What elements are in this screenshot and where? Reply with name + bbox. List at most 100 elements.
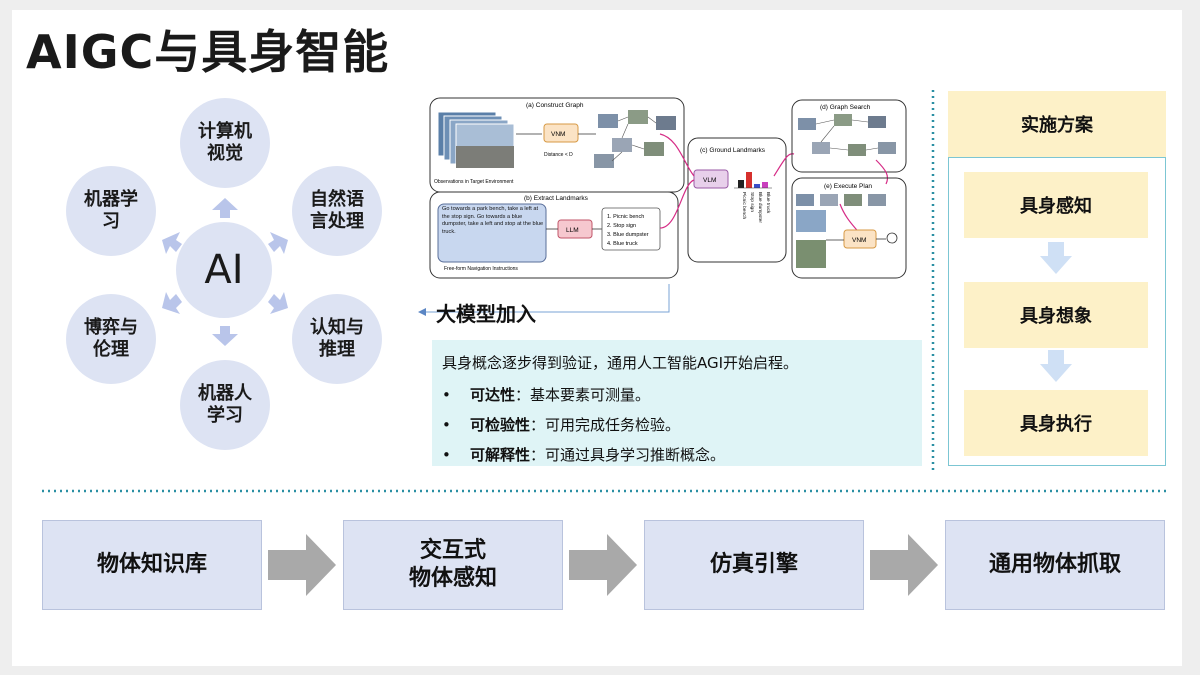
caption-connector (418, 284, 670, 316)
right-arrow-icon (569, 534, 637, 596)
llm-label: LLM (566, 227, 579, 234)
instruction-bubble (437, 203, 547, 263)
pipeline-simulation-engine: 仿真引擎 (644, 520, 864, 610)
graph-d (798, 114, 896, 156)
node-label: 机器人 (198, 383, 252, 404)
bullet-icon: • (442, 416, 451, 434)
vnm-box (543, 123, 579, 143)
embodied-callout: 具身概念逐步得到验证，通用人工智能AGI开始启程。 •可达性：基本要素可测量。 … (432, 340, 922, 466)
vnm-label-e: VNM (852, 237, 866, 244)
node-label: 学习 (207, 405, 243, 426)
plan-step-perception: 具身感知 (964, 172, 1148, 238)
vlm-box (693, 169, 729, 189)
node-label: 计算机 (198, 121, 252, 142)
llm-to-vlm-link (659, 179, 695, 229)
panel-a-title: (a) Construct Graph (526, 102, 584, 109)
bullet-icon: • (442, 446, 451, 464)
callout-item-text: ：基本要素可测量。 (515, 386, 651, 404)
node-ai-center: AI (176, 222, 272, 318)
node-label: 自然语 (310, 189, 364, 210)
node-label: 习 (102, 211, 120, 232)
panel-c-frame (687, 137, 787, 263)
arrow-up-left (162, 232, 182, 254)
down-arrow-icon (1040, 350, 1072, 382)
panel-e-frame (791, 177, 907, 279)
right-arrow-icon (268, 534, 336, 596)
callout-item-bold: 可检验性 (470, 416, 531, 434)
node-label: 博弈与 (84, 317, 138, 338)
figure-canvas: (a) Construct Graph Observations in Targ… (429, 97, 907, 279)
panel-b-title: (b) Extract Landmarks (524, 195, 589, 202)
robot-icon (886, 232, 898, 244)
slide-title: AIGC与具身智能 (26, 25, 390, 79)
horizontal-divider (42, 489, 1166, 493)
center-label: AI (204, 247, 244, 293)
node-computer-vision: 计算机视觉 (180, 98, 270, 188)
pipeline-general-grasping: 通用物体抓取 (945, 520, 1165, 610)
panel-d-title: (d) Graph Search (820, 104, 871, 111)
node-robot-learning: 机器人学习 (180, 360, 270, 450)
plan-frames (796, 194, 886, 268)
llm-join-caption: 大模型加入 (436, 302, 536, 326)
node-label: 认知与 (310, 317, 364, 338)
node-cognition-reasoning: 认知与推理 (292, 294, 382, 384)
callout-item-bold: 可达性 (470, 386, 516, 404)
pipeline-object-knowledge-base: 物体知识库 (42, 520, 262, 610)
landmark-3: 3. Blue dumpster (607, 232, 649, 238)
landmark-list-box (601, 207, 661, 251)
down-arrow-icon (1040, 242, 1072, 274)
arrow-down (212, 326, 238, 346)
bar-label-2: Stop sign (749, 192, 755, 212)
distance-label: Distance < D (544, 152, 573, 158)
arrow-up (212, 198, 238, 218)
callout-item: • 可达性：基本要素可测量。 (442, 384, 650, 405)
obs-caption: Observations in Target Environment (434, 179, 514, 185)
vertical-divider (931, 90, 935, 470)
panel-d-frame (791, 99, 907, 173)
arrow-down-left (162, 292, 182, 314)
panel-c-title: (c) Ground Landmarks (700, 147, 766, 154)
instruction-caption: Free-form Navigation Instructions (444, 266, 518, 272)
bullet-icon: • (442, 386, 451, 404)
callout-item: •可解释性：可通过具身学习推断概念。 (442, 444, 725, 465)
callout-intro: 具身概念逐步得到验证，通用人工智能AGI开始启程。 (442, 354, 799, 372)
callout-item: • 可检验性：可用完成任务检验。 (442, 414, 680, 435)
pipeline-label: 物体感知 (408, 566, 497, 591)
landmark-4: 4. Blue truck (607, 241, 638, 247)
navigation-figure: (a) Construct Graph Observations in Targ… (416, 80, 922, 284)
node-label: 视觉 (207, 143, 243, 164)
arrow-down-right (268, 292, 288, 314)
pipeline-label: 交互式 (419, 538, 486, 563)
bar-label-4: Blue truck (765, 192, 771, 214)
plan-step-imagination: 具身想象 (964, 282, 1148, 348)
landmark-2: 2. Stop sign (607, 223, 636, 229)
observation-stack (437, 111, 515, 169)
instruction-text: Go towards a park bench, take a left at … (442, 206, 544, 235)
landmark-1: 1. Picnic bench (607, 214, 644, 220)
node-game-ethics: 博弈与伦理 (66, 294, 156, 384)
vnm-label: VNM (551, 131, 565, 138)
plan-header: 实施方案 (948, 91, 1166, 157)
callout-item-text: ：可通过具身学习推断概念。 (530, 446, 726, 464)
panel-e-title: (e) Execute Plan (824, 183, 872, 190)
plan-step-execution: 具身执行 (964, 390, 1148, 456)
node-label: 伦理 (93, 339, 129, 360)
pipeline-label: 仿真引擎 (709, 552, 798, 577)
bar-label-3: Blue dumpster (757, 192, 763, 223)
node-label: 推理 (319, 339, 355, 360)
graph-to-vlm-link (659, 133, 695, 177)
right-arrow-icon (870, 534, 938, 596)
search-to-plan-link (875, 159, 889, 185)
node-label: 言处理 (310, 211, 364, 232)
diagram-arrows (162, 198, 288, 346)
pipeline-label: 通用物体抓取 (988, 552, 1121, 577)
graph-a (594, 110, 676, 168)
node-machine-learning: 机器学习 (66, 166, 156, 256)
callout-item-text: ：可用完成任务检验。 (530, 416, 681, 434)
arrow-up-right (268, 232, 288, 254)
panel-b-frame (429, 191, 679, 279)
node-label: 机器学 (84, 189, 138, 210)
pipeline-label: 物体知识库 (96, 552, 207, 577)
grounding-bars (734, 172, 772, 189)
vlm-label: VLM (703, 177, 716, 184)
